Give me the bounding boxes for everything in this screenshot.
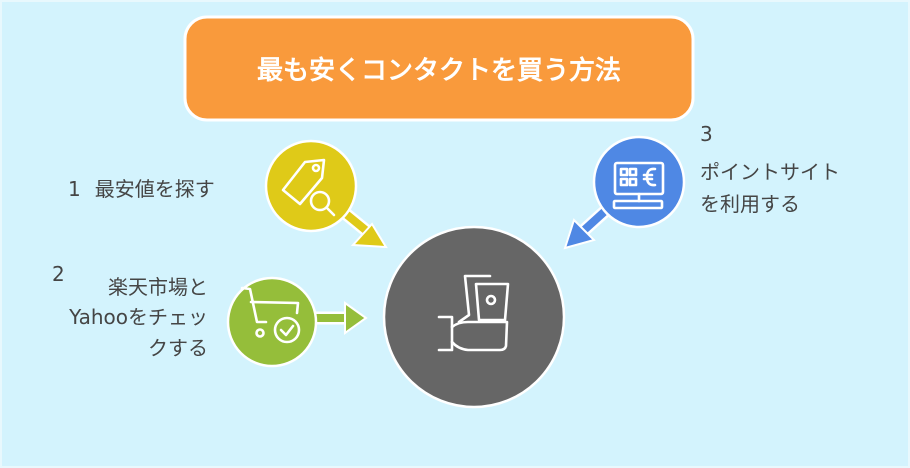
step1-circle [264, 139, 358, 233]
svg-text:楽天市場と: 楽天市場と [108, 275, 208, 299]
step3-circle [592, 135, 686, 229]
svg-text:3: 3 [700, 122, 713, 146]
svg-text:ポイントサイト: ポイントサイト [700, 160, 840, 184]
svg-text:クする: クする [148, 336, 208, 360]
step3-label: 3 ポイントサイト を利用する [700, 122, 840, 216]
title-text: 最も安くコンタクトを買う方法 [257, 55, 621, 86]
step2-circle [226, 276, 318, 368]
shopping-cart-check-icon [240, 286, 301, 344]
computer-euro-icon [612, 161, 665, 210]
center-circle [382, 225, 566, 409]
hand-holding-contact-lens-case-icon [437, 274, 510, 352]
svg-text:Yahooをチェッ: Yahooをチェッ [68, 305, 208, 329]
svg-text:2: 2 [52, 262, 65, 286]
title-box: 最も安くコンタクトを買う方法 [183, 15, 695, 122]
step2-label: 2 楽天市場と Yahooをチェッ クする [52, 262, 208, 360]
svg-text:を利用する: を利用する [700, 192, 800, 216]
price-tag-search-icon [281, 158, 336, 217]
